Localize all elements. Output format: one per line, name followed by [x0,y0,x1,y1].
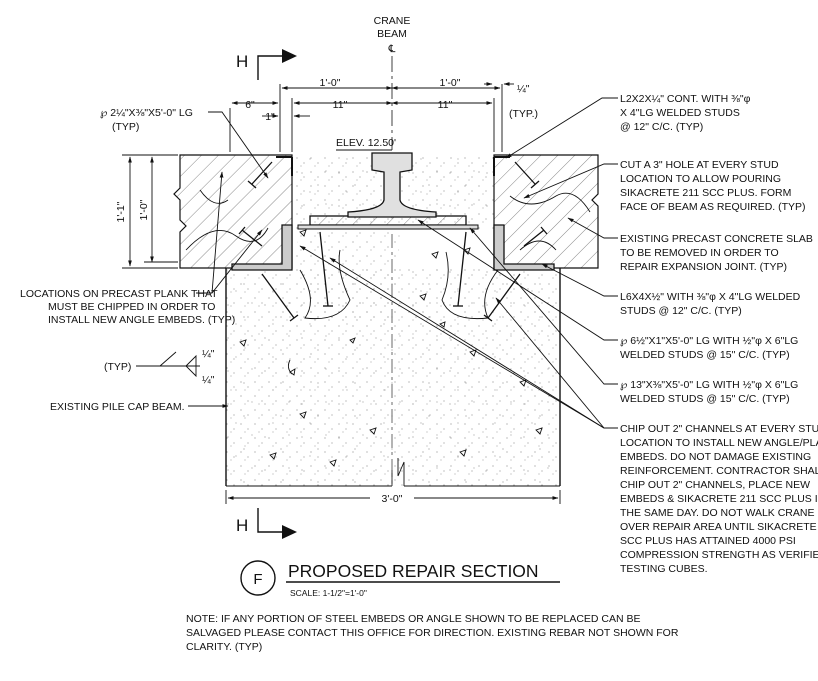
callout-l6-1: L6X4X½" WITH ⅜"φ X 4"LG WELDED [620,291,801,303]
chip-out-line-9: SCC PLUS HAS ATTAINED 4000 PSI [620,535,796,547]
section-cut-bottom: H [236,508,297,539]
section-scale: SCALE: 1-1/2"=1'-0" [290,588,367,598]
callout-locations-2: MUST BE CHIPPED IN ORDER TO [48,301,215,313]
cut-marker-top-text: H [236,52,248,71]
callout-angle-top-3: @ 12" C/C. (TYP) [620,121,703,133]
note-line-1: NOTE: IF ANY PORTION OF STEEL EMBEDS OR … [186,613,641,625]
chip-out-line-2: LOCATION TO INSTALL NEW ANGLE/PLATE [620,437,818,449]
callout-angle-top-2: X 4"LG WELDED STUDS [620,107,740,119]
dim-typ: (TYP.) [509,108,538,120]
title-block: F PROPOSED REPAIR SECTION SCALE: 1-1/2"=… [240,560,560,598]
callout-plate13-1: ℘ 13"X⅜"X5'-0" LG WITH ½"φ X 6"LG [620,379,798,391]
weld-size-bottom: ¼" [202,374,215,386]
dim-height-outer: 1'-1" [115,201,127,222]
callout-plate13-2: WELDED STUDS @ 15" C/C. (TYP) [620,393,790,405]
callout-cut-hole-4: FACE OF BEAM AS REQUIRED. (TYP) [620,201,806,213]
chip-out-line-6: EMBEDS & SIKACRETE 211 SCC PLUS IN [620,493,818,505]
centerline-symbol: ℄ [388,43,396,55]
callout-slab-1: EXISTING PRECAST CONCRETE SLAB [620,233,813,245]
callout-l6-2: STUDS @ 12" C/C. (TYP) [620,305,742,317]
steel-embeds [231,156,555,271]
dim-left-11in: 11" [333,99,348,111]
callout-chip-out: CHIP OUT 2" CHANNELS AT EVERY STUD LOCAT… [620,423,818,575]
chip-out-line-1: CHIP OUT 2" CHANNELS AT EVERY STUD [620,423,818,435]
crane-rail [347,152,437,218]
callout-cut-hole-3: SIKACRETE 211 SCC PLUS. FORM [620,187,791,199]
callout-cut-hole-1: CUT A 3" HOLE AT EVERY STUD [620,159,779,171]
callout-plate6-2: WELDED STUDS @ 15" C/C. (TYP) [620,349,790,361]
dim-height-inner: 1'-0" [138,199,150,220]
section-letter: F [253,571,262,588]
callout-slab-2: TO BE REMOVED IN ORDER TO [620,247,779,259]
weld-symbol: (TYP) ¼" ¼" [104,348,215,386]
crane-label-1: CRANE [374,15,411,27]
dimension-bottom [225,490,561,504]
callout-angle-top-1: L2X2X¼" CONT. WITH ⅜"φ [620,93,751,105]
dim-right-1ft: 1'-0" [440,77,461,89]
weld-typ: (TYP) [104,361,131,373]
callout-plate-left-2: (TYP) [112,121,139,133]
chip-out-line-11: TESTING CUBES. [620,563,708,575]
callout-plate-left-1: ℘ 2¼"X⅜"X5'-0" LG [100,107,193,119]
callout-cut-hole-2: LOCATION TO ALLOW POURING [620,173,781,185]
dimensions-left [122,154,178,269]
chip-out-line-10: COMPRESSION STRENGTH AS VERIFIED BY [620,549,818,561]
callout-locations-3: INSTALL NEW ANGLE EMBEDS. (TYP) [48,314,235,326]
chip-out-line-8: OVER REPAIR AREA UNTIL SIKACRETE 211 [620,521,818,533]
welded-studs [238,161,548,322]
dimensions-top [229,82,514,152]
note-line-2: SALVAGED PLEASE CONTACT THIS OFFICE FOR … [186,627,679,639]
dim-left-1ft: 1'-0" [320,77,341,89]
dim-right-11in: 11" [438,99,453,111]
callout-slab-3: REPAIR EXPANSION JOINT. (TYP) [620,261,787,273]
dim-quarter-in: ¼" [517,83,530,95]
section-title: PROPOSED REPAIR SECTION [288,561,539,581]
precast-slab-left [173,154,293,269]
dim-1in: 1" [265,111,275,123]
chip-out-line-3: EMBEDS. DO NOT DAMAGE EXISTING [620,451,811,463]
cut-marker-bottom-text: H [236,516,248,535]
elevation-label: ELEV. 12.50' [336,137,396,149]
chip-out-line-5: CHIP OUT 2" CHANNELS, PLACE NEW [620,479,810,491]
callout-plate6-1: ℘ 6½"X1"X5'-0" LG WITH ½"φ X 6"LG [620,335,798,347]
chip-out-line-4: REINFORCEMENT. CONTRACTOR SHALL [620,465,818,477]
callout-pile-cap: EXISTING PILE CAP BEAM. [50,401,185,413]
weld-size-top: ¼" [202,348,215,360]
precast-slab-right [493,154,599,269]
dim-width-bottom: 3'-0" [382,493,403,505]
crane-label-2: BEAM [377,28,407,40]
dim-6in: 6" [245,99,255,111]
section-cut-top: H [236,49,297,80]
callout-locations-1: LOCATIONS ON PRECAST PLANK THAT [20,288,218,300]
note-line-3: CLARITY. (TYP) [186,641,262,653]
chip-out-line-7: THE SAME DAY. DO NOT WALK CRANE [620,507,814,519]
